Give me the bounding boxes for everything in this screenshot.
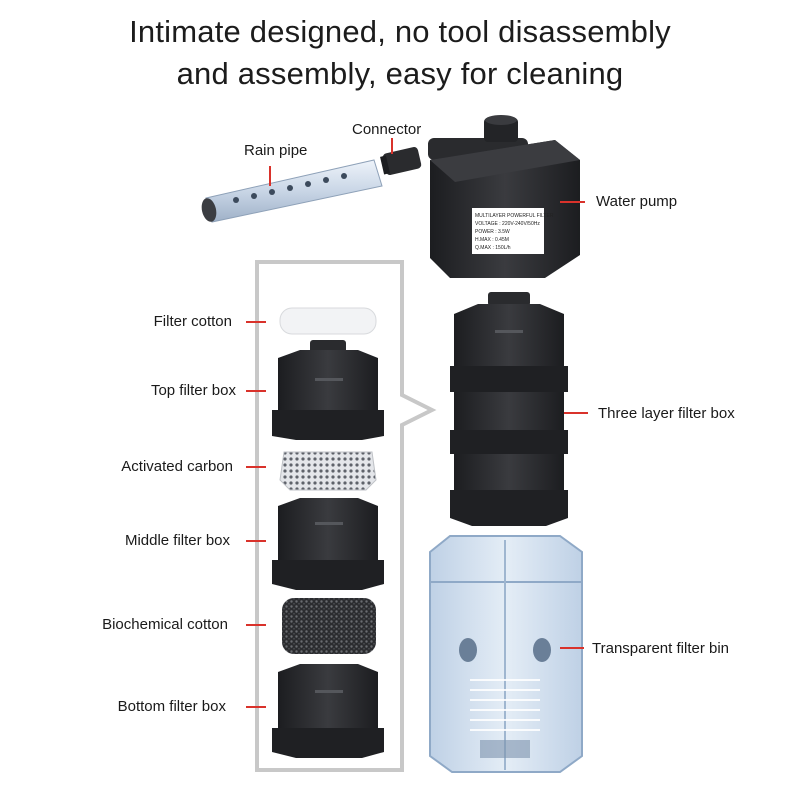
label-biochemical-cotton: Biochemical cotton bbox=[102, 616, 228, 633]
leader-lines bbox=[246, 138, 588, 708]
label-three-layer-filter-box: Three layer filter box bbox=[598, 405, 735, 422]
label-bottom-filter-box: Bottom filter box bbox=[117, 698, 226, 715]
label-activated-carbon: Activated carbon bbox=[121, 458, 233, 475]
rain-pipe bbox=[201, 159, 383, 223]
label-connector: Connector bbox=[352, 121, 422, 138]
bottom-filter-box bbox=[272, 664, 384, 758]
label-transparent-filter-bin: Transparent filter bin bbox=[592, 640, 730, 657]
spec-line-2: VOLTAGE : 220V-240V/50Hz bbox=[475, 221, 540, 227]
parts-bracket bbox=[255, 260, 437, 772]
activated-carbon bbox=[279, 451, 377, 491]
label-water-pump: Water pump bbox=[596, 193, 678, 210]
water-pump: MULTILAYER POWERFUL FILTER VOLTAGE : 220… bbox=[428, 115, 580, 278]
biochemical-cotton bbox=[282, 598, 376, 654]
spec-line-5: Q.MAX : 150L/h bbox=[475, 245, 511, 251]
three-layer-filter-box bbox=[450, 292, 568, 526]
pump-spec-plate: MULTILAYER POWERFUL FILTER VOLTAGE : 220… bbox=[472, 208, 554, 254]
headline-line-1: Intimate designed, no tool disassembly bbox=[129, 14, 671, 49]
spec-line-1: MULTILAYER POWERFUL FILTER bbox=[475, 213, 554, 219]
label-top-filter-box: Top filter box bbox=[150, 382, 236, 399]
middle-filter-box bbox=[272, 498, 384, 590]
connector bbox=[380, 147, 422, 175]
label-rain-pipe: Rain pipe bbox=[244, 142, 308, 159]
filter-cotton bbox=[279, 307, 377, 335]
spec-line-3: POWER : 3.5W bbox=[475, 229, 510, 235]
label-filter-cotton: Filter cotton bbox=[153, 313, 232, 330]
spec-line-4: H.MAX : 0.45M bbox=[475, 237, 509, 243]
top-filter-box bbox=[272, 340, 384, 440]
headline-line-2: and assembly, easy for cleaning bbox=[176, 56, 624, 91]
label-middle-filter-box: Middle filter box bbox=[124, 532, 230, 549]
transparent-filter-bin bbox=[429, 535, 583, 773]
